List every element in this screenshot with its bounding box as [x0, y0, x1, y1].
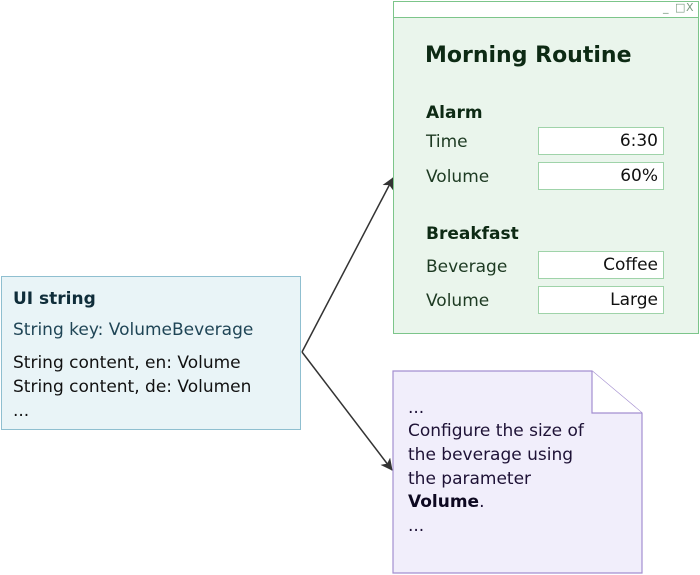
window-title: Morning Routine	[425, 43, 632, 68]
doc-period: .	[479, 492, 485, 512]
label-beverage: Beverage	[426, 257, 508, 277]
window-titlebar: _ □ X	[394, 1, 698, 18]
beverage-volume-field[interactable]: Large	[538, 286, 664, 314]
ui-string-title: UI string	[13, 289, 96, 309]
app-window: _ □ X Morning Routine Alarm Time 6:30 Vo…	[393, 1, 699, 334]
section-heading-alarm: Alarm	[426, 103, 483, 123]
document-shape	[392, 370, 643, 574]
doc-line-volume: Volume.	[408, 492, 485, 512]
close-icon[interactable]: X	[686, 1, 694, 14]
arrow-to-window	[301, 177, 394, 353]
documentation-page: ... Configure the size of the beverage u…	[392, 370, 644, 574]
label-time: Time	[426, 132, 468, 152]
doc-ellipsis-top: ...	[408, 398, 425, 418]
string-ellipsis: ...	[13, 401, 30, 421]
doc-line-configure: Configure the size of	[408, 421, 584, 441]
string-content-de: String content, de: Volumen	[13, 377, 252, 397]
beverage-field[interactable]: Coffee	[538, 251, 664, 279]
doc-line-parameter: the parameter	[408, 469, 532, 489]
section-heading-breakfast: Breakfast	[426, 224, 519, 244]
doc-ellipsis-bottom: ...	[408, 516, 425, 536]
minimize-icon[interactable]: _	[663, 1, 669, 14]
maximize-icon[interactable]: □	[675, 1, 686, 14]
label-alarm-volume: Volume	[426, 167, 490, 187]
alarm-volume-field[interactable]: 60%	[538, 162, 664, 190]
label-beverage-volume: Volume	[426, 291, 490, 311]
doc-parameter-name: Volume	[408, 492, 480, 512]
ui-string-box: UI string String key: VolumeBeverage Str…	[1, 276, 301, 430]
time-field[interactable]: 6:30	[538, 127, 664, 155]
doc-line-beverage: the beverage using	[408, 445, 574, 465]
string-key: String key: VolumeBeverage	[13, 320, 254, 340]
string-content-en: String content, en: Volume	[13, 353, 241, 373]
arrow-to-document	[301, 351, 393, 471]
